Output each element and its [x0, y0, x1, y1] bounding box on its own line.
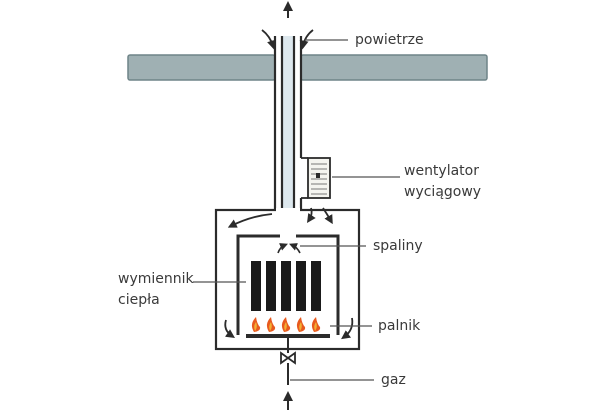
label-heat-exchanger-line2: ciepła — [118, 292, 160, 308]
concentric-flue-pipe — [273, 36, 303, 242]
roof-slab — [127, 54, 488, 81]
gas-valve-icon — [280, 351, 296, 365]
label-burner: palnik — [378, 318, 421, 334]
burner-bar — [246, 334, 330, 338]
label-fan-line1: wentylator — [404, 163, 479, 179]
label-flue-gas: spaliny — [373, 238, 423, 254]
label-air: powietrze — [355, 32, 424, 48]
burner-flames — [251, 317, 321, 332]
exhaust-fan — [299, 157, 331, 210]
leader-lines — [193, 39, 400, 381]
gas-pipe — [280, 338, 296, 410]
label-fan-line2: wyciągowy — [404, 184, 482, 200]
air-inlet-arrow-left — [261, 29, 276, 50]
combustion-hood — [236, 234, 340, 335]
air-inlet-arrow-right — [299, 29, 314, 50]
heat-exchanger — [251, 261, 321, 311]
label-heat-exchanger-line1: wymiennik — [118, 271, 194, 287]
label-gas: gaz — [381, 372, 406, 388]
